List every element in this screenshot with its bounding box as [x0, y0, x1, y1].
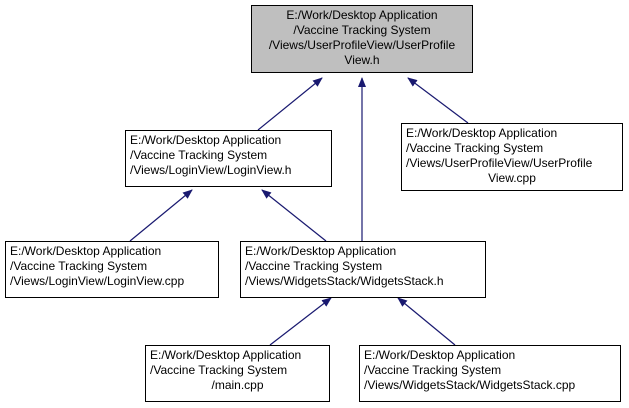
node-line: View.cpp	[488, 171, 536, 185]
node-line: E:/Work/Desktop Application	[286, 8, 438, 22]
node-line: /Vaccine Tracking System	[130, 148, 268, 162]
edge-main-cpp-to-widgetsstack-h	[269, 297, 332, 346]
node-line: E:/Work/Desktop Application	[245, 244, 397, 258]
node-main-cpp[interactable]: E:/Work/Desktop Application /Vaccine Tra…	[145, 345, 330, 402]
edge-userprofileview-cpp-to-userprofileview-h	[407, 77, 469, 124]
node-line: /main.cpp	[211, 378, 264, 392]
node-loginview-cpp[interactable]: E:/Work/Desktop Application /Vaccine Tra…	[5, 241, 219, 298]
node-userprofileview-h[interactable]: E:/Work/Desktop Application /Vaccine Tra…	[251, 5, 473, 73]
node-line: E:/Work/Desktop Application	[364, 348, 516, 362]
node-userprofileview-cpp[interactable]: E:/Work/Desktop Application /Vaccine Tra…	[401, 123, 623, 191]
node-line: E:/Work/Desktop Application	[10, 244, 162, 258]
node-line: /Views/WidgetsStack/WidgetsStack.cpp	[364, 378, 576, 392]
edge-loginview-cpp-to-loginview-h	[129, 189, 193, 242]
node-line: /Views/WidgetsStack/WidgetsStack.h	[245, 274, 444, 288]
node-line: /Views/LoginView/LoginView.h	[130, 163, 292, 177]
edge-widgetsstack-cpp-to-widgetsstack-h	[397, 297, 456, 346]
node-line: E:/Work/Desktop Application	[406, 126, 558, 140]
node-line: /Views/LoginView/LoginView.cpp	[10, 274, 185, 288]
node-line: /Vaccine Tracking System	[150, 363, 288, 377]
node-line: /Vaccine Tracking System	[245, 259, 383, 273]
node-line: /Vaccine Tracking System	[364, 363, 502, 377]
node-line: /Views/UserProfileView/UserProfile	[406, 156, 593, 170]
node-line: View.h	[344, 53, 380, 67]
edge-widgetsstack-h-to-loginview-h	[261, 189, 327, 242]
node-widgetsstack-cpp[interactable]: E:/Work/Desktop Application /Vaccine Tra…	[359, 345, 621, 402]
node-line: E:/Work/Desktop Application	[130, 133, 282, 147]
node-loginview-h[interactable]: E:/Work/Desktop Application /Vaccine Tra…	[125, 130, 332, 187]
node-line: /Vaccine Tracking System	[10, 259, 148, 273]
node-line: /Vaccine Tracking System	[293, 23, 431, 37]
node-widgetsstack-h[interactable]: E:/Work/Desktop Application /Vaccine Tra…	[240, 241, 486, 298]
node-line: /Views/UserProfileView/UserProfile	[268, 38, 456, 52]
node-line: E:/Work/Desktop Application	[150, 348, 302, 362]
edge-loginview-h-to-userprofileview-h	[257, 77, 323, 131]
node-line: /Vaccine Tracking System	[406, 141, 544, 155]
